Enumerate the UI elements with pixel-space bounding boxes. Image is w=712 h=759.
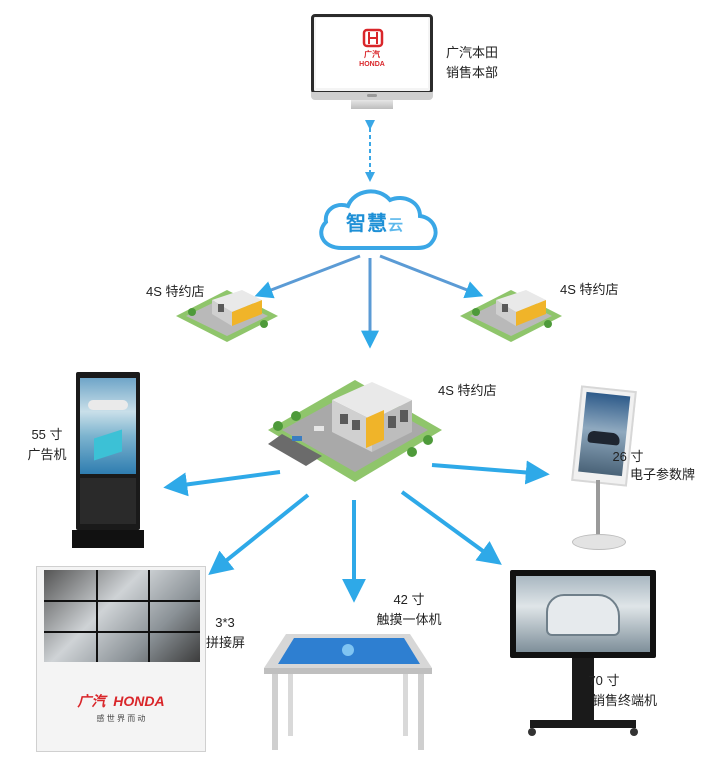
stand-26-label-line2: 电子参数牌 bbox=[630, 467, 696, 482]
video-wall-label: 3*3 拼接屏 bbox=[206, 614, 246, 651]
dealer-right-illustration bbox=[456, 276, 566, 346]
video-wall-label-line2: 拼接屏 bbox=[206, 635, 246, 650]
terminal-70-device bbox=[510, 570, 656, 748]
terminal-70-screen bbox=[516, 576, 650, 652]
dealership-building-icon bbox=[268, 380, 442, 482]
dealer-main-illustration bbox=[262, 360, 448, 488]
honda-logo-icon bbox=[362, 28, 384, 48]
terminal-70-label-line1: 70 寸 bbox=[588, 673, 620, 688]
video-wall-screen bbox=[44, 570, 200, 662]
kiosk-55-device bbox=[72, 372, 144, 552]
touch-table-icon bbox=[264, 634, 432, 750]
hq-label-line1: 广汽本田 bbox=[446, 45, 499, 60]
kiosk-55-label: 55 寸 广告机 bbox=[24, 426, 70, 463]
video-wall-brand-cn: 广汽 bbox=[77, 693, 106, 709]
dealer-to-stand26-arrow bbox=[431, 460, 550, 485]
dealer-right-label: 4S 特约店 bbox=[560, 282, 619, 297]
stand-26-label: 26 寸 bbox=[608, 448, 648, 465]
stand-26-frame bbox=[571, 385, 637, 487]
dealer-to-terminal-arrow bbox=[400, 490, 502, 565]
dealer-to-kiosk55-arrow bbox=[163, 470, 281, 497]
stand-26-label-line1: 26 寸 bbox=[612, 449, 644, 464]
hq-monitor: 广汽 HONDA bbox=[311, 14, 433, 114]
hq-label-line2: 销售本部 bbox=[446, 65, 499, 80]
hq-monitor-screen: 广汽 HONDA bbox=[316, 18, 428, 88]
touch-table-label-line1: 42 寸 bbox=[393, 592, 425, 607]
hq-label: 广汽本田 销售本部 bbox=[446, 44, 498, 81]
touch-table-label-line2: 触摸一体机 bbox=[376, 612, 442, 627]
dealership-building-icon bbox=[460, 290, 562, 342]
video-wall-brand: 广汽 HONDA bbox=[36, 692, 206, 710]
touch-table-label: 42 寸 触摸一体机 bbox=[366, 591, 452, 628]
terminal-70-label-line2: 销售终端机 bbox=[592, 693, 658, 708]
hq-logo-brand-cn: 广汽 bbox=[364, 50, 380, 59]
cloud-label-part2: 云 bbox=[388, 217, 405, 234]
kiosk-55-label-line2: 广告机 bbox=[27, 447, 67, 462]
video-wall-brand-en: HONDA bbox=[113, 693, 165, 709]
cloud-to-left-dealer-arrow bbox=[254, 254, 361, 299]
hq-logo-brand-en: HONDA bbox=[359, 61, 385, 68]
cloud-to-right-dealer-arrow bbox=[379, 254, 484, 299]
cloud-icon bbox=[319, 189, 438, 250]
dealer-left-illustration bbox=[172, 276, 282, 346]
kiosk-55-screen bbox=[80, 378, 136, 474]
smart-cloud: 智慧云 bbox=[312, 182, 444, 258]
stand-26-device bbox=[560, 385, 637, 556]
cloud-label-part1: 智慧 bbox=[346, 213, 388, 235]
dealer-left-label: 4S 特约店 bbox=[146, 284, 205, 299]
dealership-building-icon bbox=[176, 290, 278, 342]
video-wall-label-line1: 3*3 bbox=[215, 615, 235, 630]
video-wall-slogan: 感 世 界 而 动 bbox=[96, 714, 146, 723]
kiosk-55-label-line1: 55 寸 bbox=[31, 427, 63, 442]
dealer-main-label: 4S 特约店 bbox=[438, 383, 497, 398]
touch-table-42-device bbox=[258, 628, 438, 754]
dealer-to-wall-arrow bbox=[208, 493, 310, 576]
video-wall-3x3-device: 广汽 HONDA 感 世 界 而 动 bbox=[36, 566, 206, 754]
